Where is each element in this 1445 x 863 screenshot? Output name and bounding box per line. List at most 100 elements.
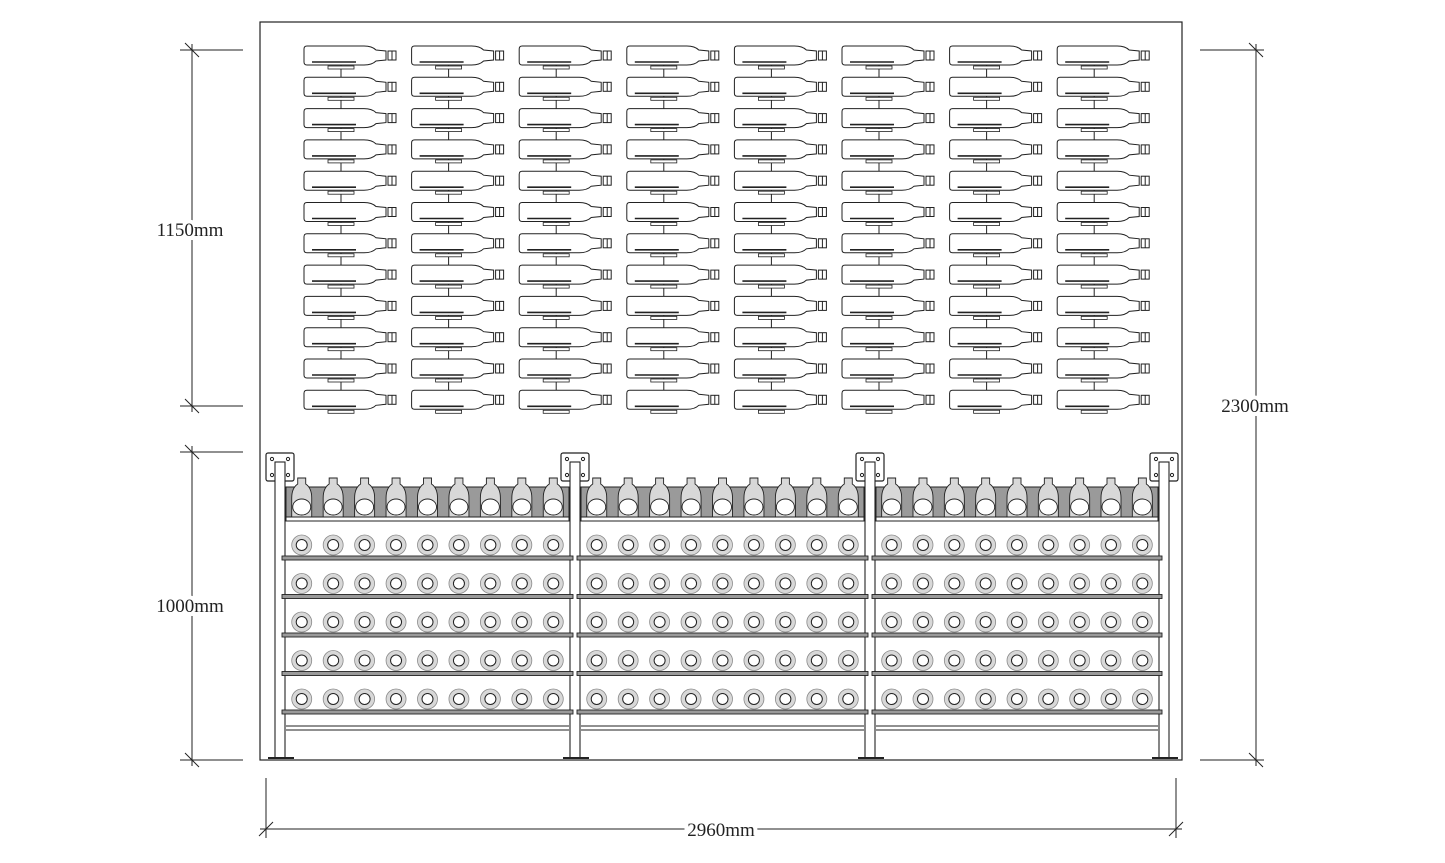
- wall-bottle: [303, 76, 397, 101]
- bottle-end: [806, 573, 828, 594]
- wall-bottle: [1056, 264, 1150, 289]
- bottle-end: [1100, 534, 1122, 556]
- wall-bottle: [411, 76, 505, 101]
- bottle-end: [680, 650, 702, 671]
- wall-bottle: [733, 358, 827, 383]
- bottle-end: [1069, 611, 1091, 633]
- wall-bottle: [626, 389, 720, 414]
- bottle-end: [385, 573, 407, 594]
- bottle-end: [586, 611, 608, 633]
- bottle-end: [1006, 573, 1028, 594]
- bottle-end: [511, 573, 533, 594]
- upper-rack-column: [411, 45, 505, 414]
- rack-post: [855, 452, 885, 759]
- bottle-end: [912, 534, 934, 556]
- rack-bay: [281, 477, 574, 731]
- bottle-end: [680, 611, 702, 633]
- wall-bottle: [949, 233, 1043, 258]
- wall-bottle: [303, 327, 397, 352]
- wall-bottle: [841, 108, 935, 133]
- bottle-end: [322, 611, 344, 633]
- bottle-end: [291, 534, 313, 556]
- bottle-end: [774, 688, 796, 710]
- rack-post: [265, 452, 295, 759]
- bottle-end: [291, 688, 313, 710]
- bottle-end: [617, 573, 639, 594]
- tilted-bottle: [806, 477, 828, 518]
- upper-height-label: 1150mm: [157, 220, 224, 241]
- wall-bottle: [841, 76, 935, 101]
- wall-bottle: [518, 295, 612, 320]
- wall-bottle: [303, 170, 397, 195]
- bottle-end: [1131, 650, 1153, 671]
- upper-rack-column: [518, 45, 612, 414]
- bottle-end: [586, 650, 608, 671]
- bottle-end: [774, 534, 796, 556]
- tilted-bottle: [912, 477, 934, 518]
- wall-bottle: [303, 295, 397, 320]
- upper-rack-column: [303, 45, 397, 414]
- wall-bottle: [518, 358, 612, 383]
- bottle-end: [322, 650, 344, 671]
- bottle-end: [448, 611, 470, 633]
- bottle-end: [417, 611, 438, 633]
- wall-bottle: [518, 76, 612, 101]
- bottle-end: [1131, 688, 1153, 710]
- bottle-end: [291, 650, 313, 671]
- bottle-end: [1100, 688, 1122, 710]
- tilted-bottle: [479, 477, 501, 518]
- bottle-end: [881, 534, 903, 556]
- wall-bottle: [411, 264, 505, 289]
- bottle-end: [1037, 611, 1059, 633]
- wall-bottle: [303, 233, 397, 258]
- bottle-end: [649, 650, 671, 671]
- bottle-end: [649, 611, 671, 633]
- bottle-end: [586, 573, 608, 594]
- tilted-bottle: [542, 477, 564, 518]
- wall-bottle: [841, 327, 935, 352]
- upper-rack-column: [1056, 45, 1150, 414]
- dimension-lower-height: [180, 444, 243, 768]
- bottle-end: [1006, 688, 1028, 710]
- wall-bottle: [1056, 108, 1150, 133]
- tilted-bottle: [511, 477, 533, 518]
- wall-bottle: [1056, 233, 1150, 258]
- upper-rack-column: [626, 45, 720, 414]
- bottle-end: [774, 611, 796, 633]
- wall-bottle: [411, 389, 505, 414]
- bottle-end: [912, 688, 934, 710]
- tilted-bottle: [1006, 477, 1028, 518]
- bottle-end: [774, 573, 796, 594]
- bottle-end: [1100, 573, 1122, 594]
- wall-bottle: [1056, 327, 1150, 352]
- bottle-end: [975, 611, 997, 633]
- bottle-end: [417, 688, 438, 710]
- bottle-end: [542, 688, 564, 710]
- wall-bottle: [1056, 45, 1150, 70]
- wall-bottle: [949, 108, 1043, 133]
- wall-bottle: [626, 108, 720, 133]
- bottle-end: [586, 534, 608, 556]
- bottle-end: [417, 573, 438, 594]
- bottle-end: [1131, 534, 1153, 556]
- bottle-end: [680, 573, 702, 594]
- bottle-end: [511, 688, 533, 710]
- bottle-end: [448, 534, 470, 556]
- bottle-end: [774, 650, 796, 671]
- wall-bottle: [949, 170, 1043, 195]
- bottle-end: [511, 650, 533, 671]
- wall-bottle: [303, 139, 397, 164]
- bottle-end: [975, 650, 997, 671]
- bottle-end: [943, 534, 965, 556]
- bottle-end: [1069, 534, 1091, 556]
- wall-bottle: [411, 202, 505, 226]
- bottle-end: [479, 534, 501, 556]
- wall-bottle: [949, 202, 1043, 226]
- bottle-end: [806, 688, 828, 710]
- wall-bottle: [518, 108, 612, 133]
- bottle-end: [912, 611, 934, 633]
- bottle-end: [322, 573, 344, 594]
- wall-bottle: [733, 45, 827, 70]
- tilted-bottle: [617, 477, 639, 518]
- bottle-end: [1100, 611, 1122, 633]
